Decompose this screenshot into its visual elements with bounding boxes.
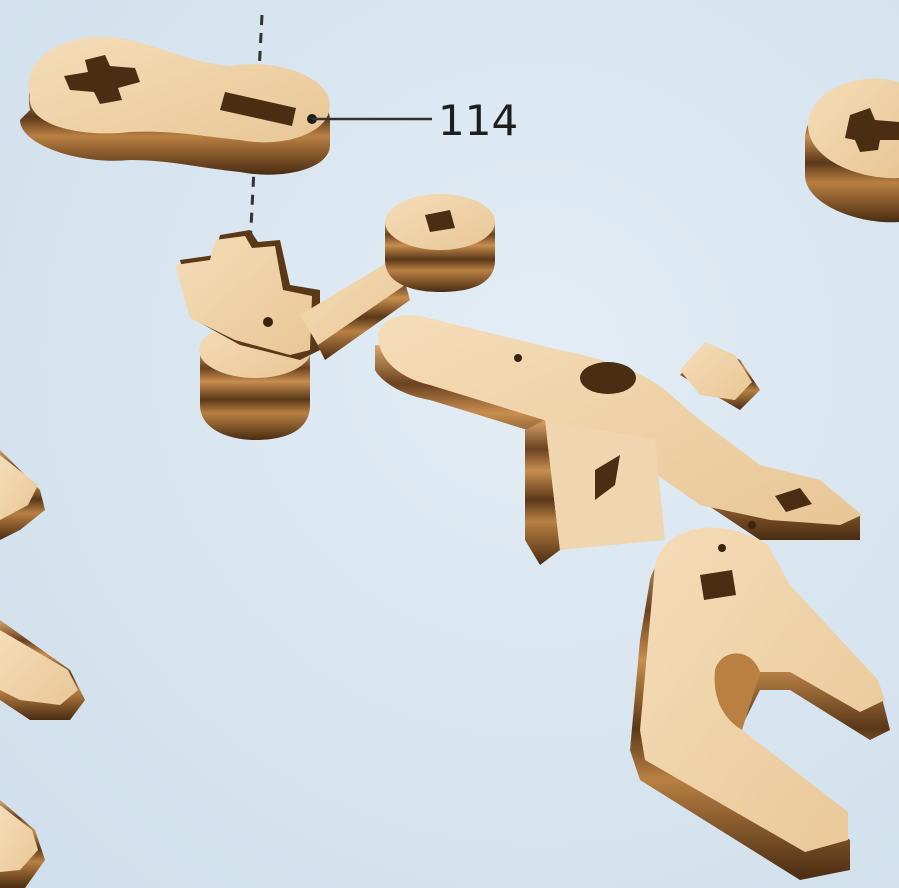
callout-label-114: 114 — [438, 96, 518, 145]
arm-assembly — [175, 194, 890, 880]
part-114-connector — [20, 37, 330, 175]
callout-114: 114 — [307, 96, 518, 145]
left-partial-parts — [0, 450, 85, 888]
disc-part-right — [805, 79, 899, 223]
